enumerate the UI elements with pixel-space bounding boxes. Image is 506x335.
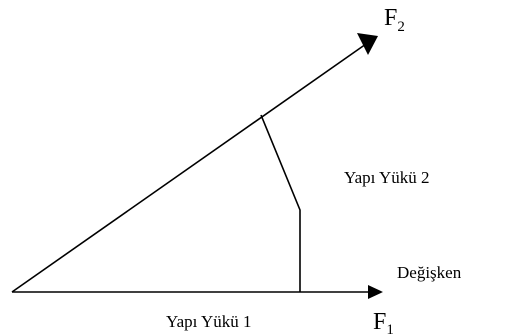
f1-arrowhead-icon bbox=[368, 285, 383, 299]
f2-axis-label: F2 bbox=[384, 5, 405, 35]
f2-subscript: 2 bbox=[397, 19, 405, 35]
variable-label: Değişken bbox=[397, 263, 462, 282]
f2-axis-arrow bbox=[11, 43, 367, 293]
f1-axis-label: F1 bbox=[373, 309, 394, 335]
region-boundary-line bbox=[260, 114, 301, 292]
f1-subscript: 1 bbox=[386, 322, 394, 335]
f1-letter: F bbox=[373, 309, 386, 335]
f2-letter: F bbox=[384, 5, 397, 31]
structure-load-1-label: Yapı Yükü 1 bbox=[166, 312, 252, 331]
structure-load-2-label: Yapı Yükü 2 bbox=[344, 168, 430, 187]
f2-arrowhead-icon bbox=[357, 33, 378, 55]
